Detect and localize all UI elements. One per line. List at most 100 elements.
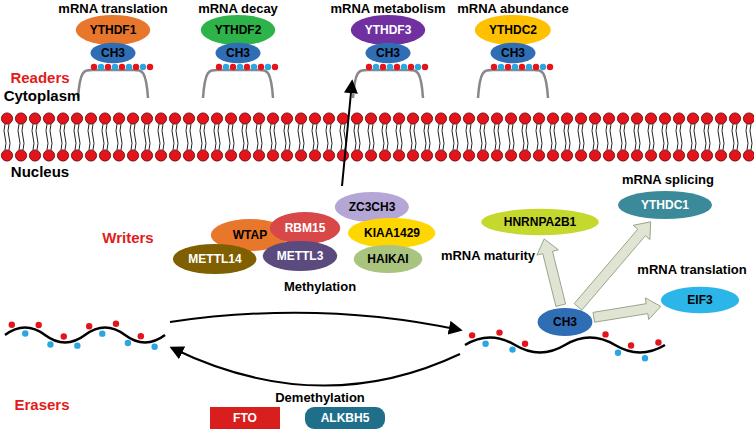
methyl-dot — [47, 341, 53, 347]
text-label: Nucleus — [11, 164, 69, 181]
eraser-box: ALKBH5 — [305, 407, 385, 429]
node-fill — [365, 43, 410, 64]
methyl-dot — [22, 330, 28, 336]
methyl-dot — [642, 355, 648, 361]
writer-ellipse: RBM15 — [269, 211, 341, 245]
block-arrow — [593, 298, 661, 322]
methyl-dot — [387, 64, 393, 70]
methyl-dot — [408, 64, 414, 70]
methyl-dot — [272, 64, 278, 70]
methyl-dot — [237, 64, 243, 70]
node-label: YTHDF3 — [365, 24, 412, 36]
node-label: YTHDF2 — [215, 24, 262, 36]
text-label: mRNA translation — [637, 263, 746, 277]
methyl-dot — [533, 64, 539, 70]
methyl-dot — [498, 64, 504, 70]
methyl-dot — [223, 64, 229, 70]
methyl-dot — [99, 330, 105, 336]
methyl-mark: CH3 — [90, 42, 136, 64]
methyl-mark: CH3 — [215, 42, 261, 64]
node-fill — [348, 218, 435, 248]
node-label: HAIKAI — [367, 253, 408, 265]
methyl-dot — [366, 64, 372, 70]
node-fill — [173, 244, 257, 274]
methyl-dot — [522, 341, 528, 347]
reader-arch — [78, 70, 148, 98]
node-fill — [481, 209, 599, 235]
node-label: FTO — [233, 412, 257, 424]
methyl-dot — [512, 64, 518, 70]
node-fill — [215, 43, 260, 64]
rna-strand — [5, 328, 165, 343]
methyl-dot — [505, 64, 511, 70]
methyl-dot — [98, 64, 104, 70]
methyl-dot — [35, 322, 41, 328]
text-label: mRNA decay — [198, 2, 278, 16]
text-label: Demethylation — [275, 391, 365, 405]
methyl-dot — [133, 64, 139, 70]
methyl-dot — [394, 64, 400, 70]
writer-ellipse: HAIKAI — [353, 244, 423, 274]
methyl-dot — [147, 64, 153, 70]
reader-ellipse: YTHDF1 — [75, 14, 151, 46]
methyl-dot — [105, 64, 111, 70]
methyl-dot — [415, 64, 421, 70]
node-fill — [263, 241, 337, 271]
export-arrow — [342, 82, 352, 186]
eraser-box: FTO — [210, 407, 280, 429]
node-label: YTHDC2 — [489, 24, 537, 36]
reader-ellipse: HNRNPA2B1 — [480, 208, 600, 236]
demethylation-arrow — [172, 348, 460, 386]
methyl-dot — [230, 64, 236, 70]
node-fill — [305, 407, 385, 429]
node-label: WTAP — [233, 229, 267, 241]
methyl-mark: CH3 — [537, 307, 593, 337]
methyl-dot — [655, 339, 661, 345]
text-label: mRNA maturity — [441, 249, 535, 263]
methyl-dot — [251, 64, 257, 70]
methyl-mark: CH3 — [490, 42, 536, 64]
reader-ellipse: EIF3 — [660, 286, 740, 314]
methyl-mark: CH3 — [365, 42, 411, 64]
node-fill — [490, 43, 535, 64]
node-label: EIF3 — [687, 294, 712, 306]
node-label: CH3 — [226, 47, 250, 59]
writer-ellipse: KIAA1429 — [347, 217, 436, 249]
node-fill — [618, 191, 712, 219]
membrane-bilayer — [0, 112, 754, 162]
text-label: mRNA splicing — [622, 173, 714, 187]
block-arrow — [537, 239, 566, 307]
methyl-dot — [482, 341, 488, 347]
methylation-arrow — [170, 313, 460, 330]
methyl-dot — [265, 64, 271, 70]
methyl-dot — [540, 64, 546, 70]
methyl-dot — [91, 64, 97, 70]
rna-strand — [465, 338, 665, 353]
methyl-dot — [422, 64, 428, 70]
writer-ellipse: METTL14 — [172, 243, 257, 275]
methyl-dot — [61, 333, 67, 339]
node-label: YTHDF1 — [90, 24, 137, 36]
reader-ellipse: YTHDF3 — [350, 14, 426, 46]
node-label: YTHDC1 — [641, 199, 689, 211]
node-label: HNRNPA2B1 — [504, 216, 576, 228]
node-fill — [661, 287, 739, 313]
node-fill — [335, 192, 409, 222]
methyl-dot — [491, 64, 497, 70]
methyl-dot — [138, 333, 144, 339]
reader-arch — [353, 70, 423, 98]
methyl-dot — [519, 64, 525, 70]
node-fill — [270, 212, 341, 244]
node-label: ZC3CH3 — [349, 201, 396, 213]
text-label: mRNA abundance — [457, 2, 568, 16]
reader-arch — [203, 70, 273, 98]
node-label: CH3 — [501, 47, 525, 59]
node-label: CH3 — [101, 47, 125, 59]
methyl-dot — [151, 344, 157, 350]
methyl-dot — [112, 64, 118, 70]
methyl-dot — [469, 332, 475, 338]
methyl-dot — [9, 322, 15, 328]
node-fill — [90, 43, 135, 64]
methyl-dot — [509, 346, 515, 352]
text-label: Cytoplasm — [4, 88, 81, 105]
